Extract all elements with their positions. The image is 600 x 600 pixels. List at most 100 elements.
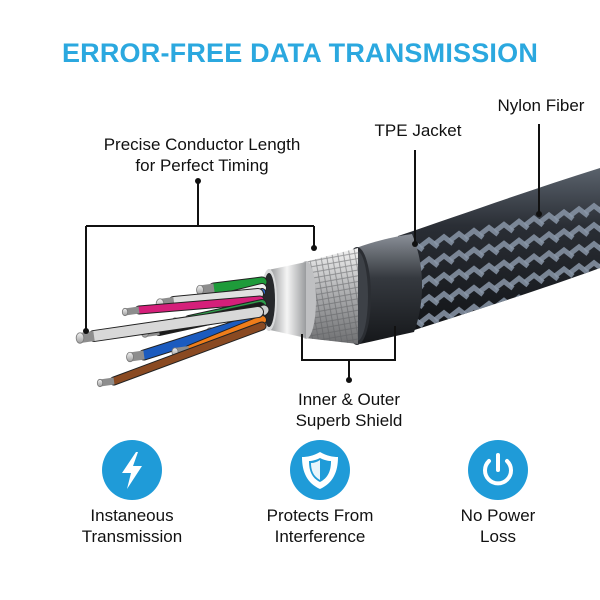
shield-icon-highlight xyxy=(311,460,320,480)
braid-strand xyxy=(448,268,470,281)
braid-strand xyxy=(508,294,530,307)
callout-conductor: Precise Conductor Length for Perfect Tim… xyxy=(83,135,317,334)
conductor-insulation xyxy=(135,296,264,314)
braid-strand xyxy=(538,268,560,282)
braid-strand xyxy=(523,215,545,228)
callout-nylon-label: Nylon Fiber xyxy=(498,96,585,115)
inner-foil-shield xyxy=(268,262,306,338)
braid-strand xyxy=(583,240,600,253)
braid-strand xyxy=(583,278,600,291)
feature-no-power-loss: No Power Loss xyxy=(461,440,536,546)
braid-strand xyxy=(418,293,440,306)
callout-conductor-dot-right xyxy=(311,245,317,251)
braid-strand xyxy=(568,243,590,256)
braid-strand xyxy=(523,291,545,304)
braid-strand xyxy=(508,275,530,288)
braid-strand xyxy=(463,246,485,259)
callout-conductor-line2: for Perfect Timing xyxy=(135,156,268,175)
braid-strand xyxy=(433,252,455,265)
feature-instant-label1: Instaneous xyxy=(90,506,173,525)
braid-strand xyxy=(493,221,515,234)
conductor-tip xyxy=(96,378,104,388)
braid-strand xyxy=(553,246,575,259)
callout-tpe: TPE Jacket xyxy=(375,121,462,247)
braid-strand xyxy=(478,281,500,294)
braid-strand xyxy=(418,236,440,249)
conductor-tip xyxy=(75,332,85,344)
conductor-insulation xyxy=(110,322,266,385)
callout-shield: Inner & Outer Superb Shield xyxy=(296,326,403,430)
feature-protects-interference: Protects From Interference xyxy=(267,440,374,546)
braid-strand xyxy=(418,312,440,325)
braid-strand xyxy=(478,262,500,275)
braid-strand xyxy=(493,259,515,272)
feature-power-label1: No Power xyxy=(461,506,536,525)
braid-strand xyxy=(463,284,485,297)
braid-strand xyxy=(478,243,500,256)
braid-strand xyxy=(568,205,590,218)
feature-protects-label1: Protects From xyxy=(267,506,374,525)
callout-nylon: Nylon Fiber xyxy=(498,96,585,217)
braid-strand xyxy=(553,284,575,297)
braid-strand xyxy=(583,259,600,272)
lightning-icon xyxy=(122,452,142,489)
braid-strand xyxy=(433,233,455,246)
braid-strand xyxy=(553,227,575,240)
callout-nylon-dot xyxy=(536,211,542,217)
braid-strand xyxy=(553,265,575,278)
tpe-jacket xyxy=(356,234,423,344)
conductor-tip xyxy=(126,351,134,363)
braid-strand xyxy=(583,202,600,215)
conductor-insulation xyxy=(209,277,267,293)
callout-shield-leader xyxy=(301,326,396,380)
feature-instant-transmission: Instaneous Transmission xyxy=(82,440,182,546)
braid-strand xyxy=(508,237,530,250)
braid-strand xyxy=(448,287,470,300)
feature-power-label2: Loss xyxy=(480,527,516,546)
braid-strand xyxy=(538,211,560,225)
braid-strand xyxy=(418,274,440,287)
braid-strand xyxy=(523,234,545,247)
braid-strand xyxy=(523,272,545,285)
braid-strand xyxy=(538,230,560,244)
braid-strand xyxy=(433,271,455,284)
braid-strand xyxy=(418,255,440,268)
braid-strand xyxy=(523,253,545,266)
braid-strand xyxy=(568,224,590,237)
braid-strand xyxy=(433,309,455,322)
braid-strand xyxy=(538,249,560,263)
braid-strand xyxy=(493,240,515,253)
outer-braided-shield-mesh xyxy=(305,248,358,344)
conductor-insulation xyxy=(89,307,263,341)
callout-conductor-dot-top xyxy=(195,178,201,184)
page-title: ERROR-FREE DATA TRANSMISSION xyxy=(62,38,538,68)
braid-strand xyxy=(568,262,590,275)
callout-tpe-label: TPE Jacket xyxy=(375,121,462,140)
braid-strand xyxy=(553,208,575,221)
braid-strand xyxy=(478,224,500,237)
braid-strand xyxy=(463,227,485,240)
braid-strand xyxy=(583,221,600,234)
braid-strand xyxy=(508,218,530,231)
callout-tpe-dot xyxy=(412,241,418,247)
conductor-tip xyxy=(121,307,129,317)
cable-illustration xyxy=(75,168,600,388)
callout-shield-line1: Inner & Outer xyxy=(298,390,400,409)
braid-strand xyxy=(463,265,485,278)
braid-strand xyxy=(508,256,530,269)
conductor-bundle xyxy=(75,276,270,388)
callout-shield-dot xyxy=(346,377,352,383)
callout-conductor-dot-left xyxy=(83,328,89,334)
callout-shield-line2: Superb Shield xyxy=(296,411,403,430)
braid-strand xyxy=(568,281,590,294)
braid-strand xyxy=(448,230,470,243)
callout-conductor-line1: Precise Conductor Length xyxy=(104,135,301,154)
feature-instant-label2: Transmission xyxy=(82,527,182,546)
braid-strand xyxy=(448,249,470,262)
callout-conductor-leader xyxy=(85,182,315,330)
braided-cable-body xyxy=(398,168,600,334)
braid-strand xyxy=(433,290,455,303)
conductor-insulation xyxy=(169,289,263,307)
power-icon xyxy=(483,453,513,486)
